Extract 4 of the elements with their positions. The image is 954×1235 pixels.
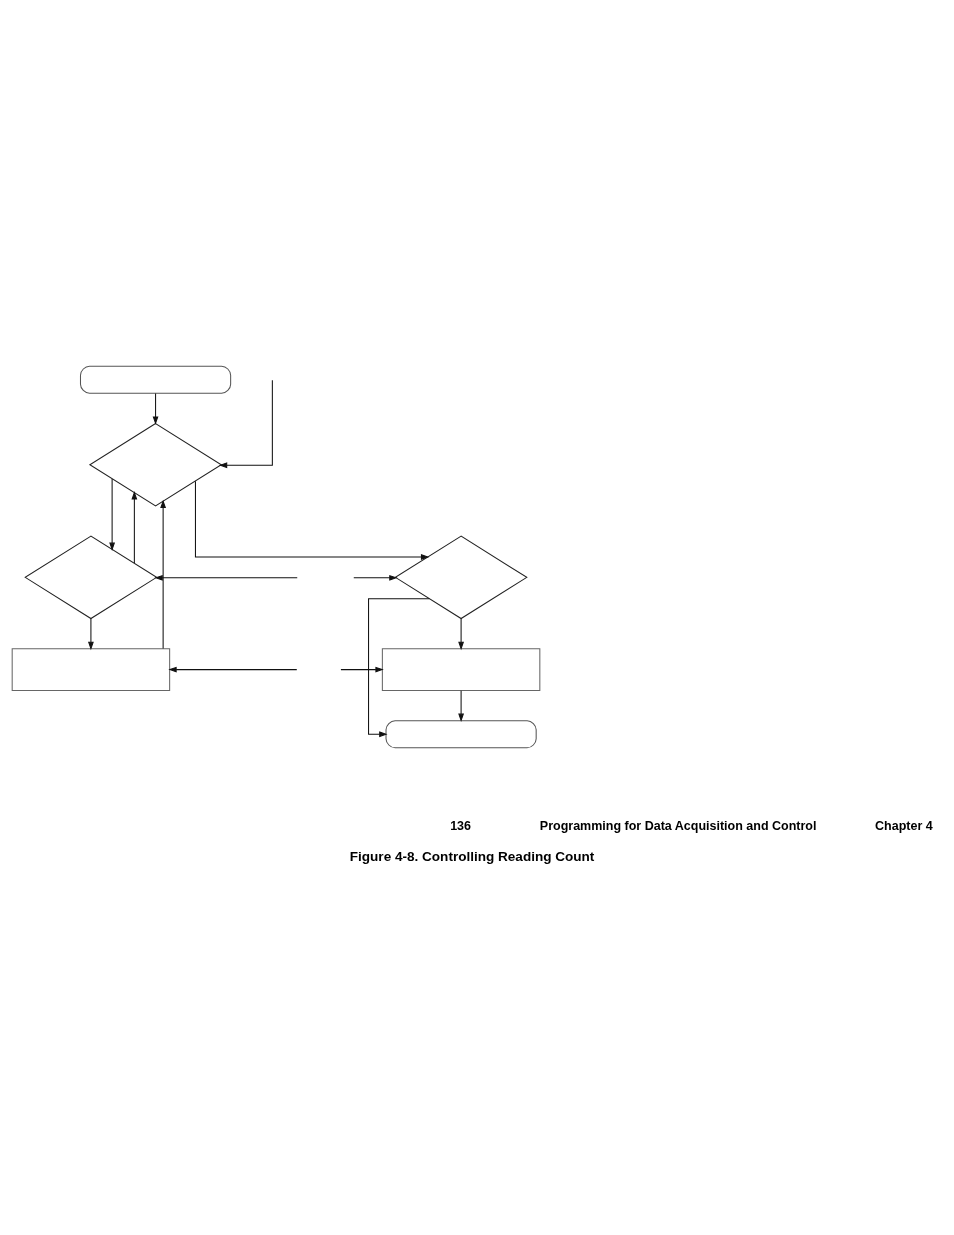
label: Programming for Data Acquisition and Control [539, 818, 817, 833]
caption: Figure 4-8. Controlling Reading Count [349, 848, 595, 864]
label: Chapter 4 [875, 818, 933, 833]
label: 136 [450, 818, 472, 833]
